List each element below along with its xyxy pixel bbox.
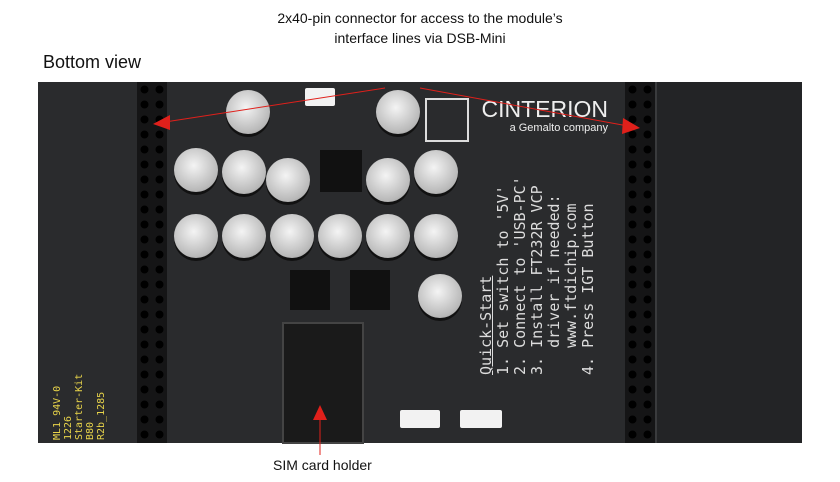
switch-1 <box>400 410 440 428</box>
pin-header-left <box>137 82 167 443</box>
ic-chip-2 <box>350 270 390 310</box>
capacitor <box>222 150 266 194</box>
arrowhead-left-icon <box>153 115 170 130</box>
brand-subtitle: a Gemalto company <box>509 122 608 134</box>
capacitor <box>270 214 314 258</box>
sim-card-holder <box>282 322 364 444</box>
capacitor <box>266 158 310 202</box>
capacitor <box>414 150 458 194</box>
connector-annotation-line2: interface lines via DSB-Mini <box>334 30 506 46</box>
arrow-line-right <box>419 87 629 127</box>
capacitor <box>318 214 362 258</box>
view-label: Bottom view <box>43 52 142 72</box>
arrowhead-right-icon <box>622 118 640 134</box>
capacitor <box>222 214 266 258</box>
brand-name: CINTERION <box>481 96 609 122</box>
capacitor <box>366 214 410 258</box>
sim-annotation: SIM card holder <box>273 457 372 473</box>
capacitor <box>414 214 458 258</box>
capacitor <box>174 148 218 192</box>
regulator-chip <box>320 150 362 192</box>
connector-annotation-line1: 2x40-pin connector for access to the mod… <box>277 10 563 26</box>
arrowhead-sim-icon <box>313 405 327 420</box>
pcb-right-section <box>655 82 802 443</box>
pin-header-right <box>625 82 655 443</box>
brand-logo: CINTERION a Gemalto company <box>482 96 609 135</box>
capacitor <box>366 158 410 202</box>
igt-button <box>460 410 502 428</box>
cinterion-logo-icon <box>425 98 469 142</box>
capacitor <box>174 214 218 258</box>
ic-chip-1 <box>290 270 330 310</box>
capacitor <box>376 90 420 134</box>
power-switch <box>305 88 335 106</box>
capacitor <box>418 274 462 318</box>
capacitor <box>226 90 270 134</box>
connector-annotation: 2x40-pin connector for access to the mod… <box>0 8 840 48</box>
arrow-line-left <box>164 87 386 123</box>
